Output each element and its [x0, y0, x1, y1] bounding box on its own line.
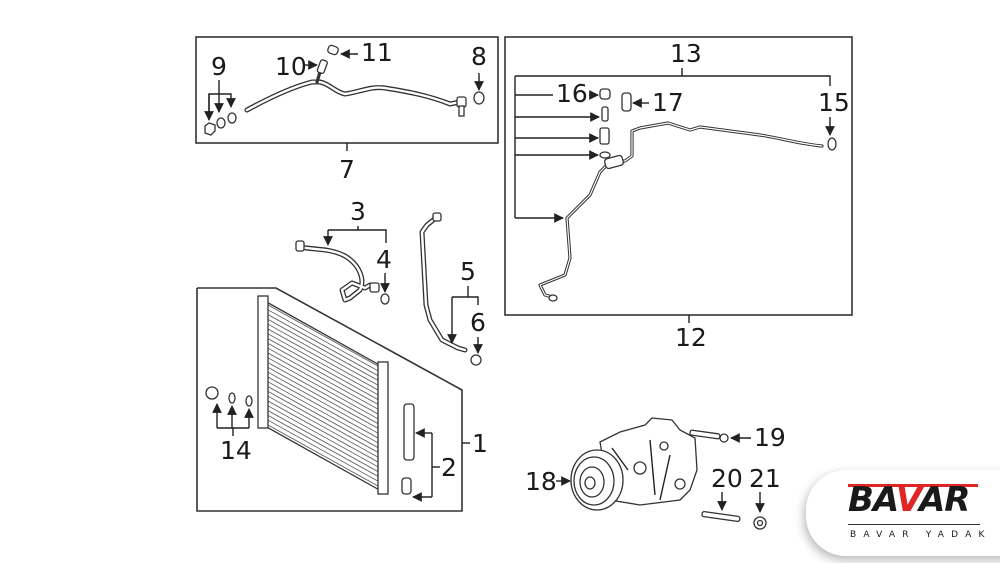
- callout-21[interactable]: 21: [749, 464, 781, 493]
- callout-13[interactable]: 13: [670, 39, 702, 68]
- condenser-fin: [267, 376, 379, 439]
- condenser-fin: [267, 419, 379, 482]
- callout-17[interactable]: 17: [652, 88, 684, 117]
- logo-accent-bar: [848, 484, 978, 487]
- callout-3[interactable]: 3: [350, 197, 366, 226]
- condenser-fin: [267, 381, 379, 444]
- condenser[interactable]: [257, 295, 389, 495]
- callout-8[interactable]: 8: [471, 42, 487, 71]
- group-box-1: 1 2 14: [196, 287, 488, 512]
- callout-11[interactable]: 11: [361, 38, 393, 67]
- condenser-fin: [267, 424, 379, 487]
- condenser-fin: [267, 362, 379, 424]
- condenser-fin: [267, 371, 379, 434]
- condenser-fin: [267, 415, 379, 477]
- callout-19[interactable]: 19: [754, 423, 786, 452]
- logo-tagline: BAVAR YADAK: [850, 530, 992, 540]
- condenser-fin: [267, 333, 379, 396]
- part-20-stud[interactable]: [701, 510, 741, 523]
- callout-10[interactable]: 10: [275, 52, 307, 81]
- logo-divider: [848, 524, 980, 525]
- part-8-o-ring[interactable]: [473, 91, 485, 105]
- callout-5[interactable]: 5: [460, 257, 476, 286]
- compressor[interactable]: [570, 417, 698, 511]
- callout-20[interactable]: 20: [711, 464, 743, 493]
- callout-9[interactable]: 9: [211, 52, 227, 81]
- condenser-fin: [267, 304, 379, 367]
- condenser-fin: [267, 405, 379, 468]
- callout-7[interactable]: 7: [339, 155, 355, 184]
- brand-logo: BAVAR BAVAR YADAK: [806, 470, 1000, 556]
- part-10-valve-core[interactable]: [316, 59, 328, 75]
- condenser-fin: [267, 347, 379, 410]
- part-9-clip[interactable]: [204, 122, 216, 136]
- condenser-fin: [267, 395, 379, 458]
- condenser-fin: [267, 357, 379, 420]
- part-14-bushing[interactable]: [205, 386, 219, 400]
- callout-4[interactable]: 4: [376, 245, 392, 274]
- condenser-fin: [267, 319, 379, 381]
- logo-v: V: [895, 480, 920, 520]
- compressor-group: 18 19 20 21: [525, 417, 786, 530]
- condenser-fin: [267, 391, 379, 453]
- condenser-fin: [267, 400, 379, 463]
- liquid-line[interactable]: [538, 121, 824, 299]
- callout-6[interactable]: 6: [470, 308, 486, 337]
- condenser-fin: [267, 386, 379, 448]
- callout-15[interactable]: 15: [818, 88, 850, 117]
- condenser-fin: [267, 314, 379, 376]
- part-17-pressure-switch[interactable]: [621, 92, 632, 112]
- part-6-o-ring[interactable]: [470, 354, 482, 366]
- part-15-o-ring[interactable]: [827, 137, 837, 151]
- callout-16[interactable]: 16: [556, 79, 588, 108]
- part-16-cap[interactable]: [599, 88, 611, 100]
- condenser-fin: [267, 309, 379, 372]
- logo-suffix: AR: [918, 480, 970, 520]
- logo-prefix: BA: [848, 480, 897, 520]
- callout-2[interactable]: 2: [441, 453, 457, 482]
- callout-18[interactable]: 18: [525, 467, 557, 496]
- part-4-o-ring[interactable]: [380, 293, 390, 305]
- condenser-fin: [267, 367, 379, 429]
- logo-wordmark: BAVAR: [848, 480, 970, 520]
- condenser-fin: [267, 352, 379, 415]
- discharge-hose[interactable]: [419, 214, 468, 353]
- condenser-fin: [267, 328, 379, 391]
- condenser-fin: [267, 338, 379, 400]
- condenser-fin: [267, 410, 379, 472]
- part-11-cap[interactable]: [327, 44, 339, 56]
- group-box-7: 7 10 11 8 9: [195, 36, 499, 184]
- callout-1[interactable]: 1: [472, 429, 488, 458]
- discharge-hose-group: 5 6: [419, 212, 486, 366]
- part-2-filter[interactable]: [403, 403, 415, 461]
- condenser-fin: [267, 343, 379, 405]
- suction-hose-group: 3 4: [295, 197, 392, 305]
- callout-14[interactable]: 14: [220, 436, 252, 465]
- condenser-fin: [267, 323, 379, 386]
- group-box-12: 12 13 16 17 15: [504, 36, 853, 352]
- part-19-bolt[interactable]: [689, 429, 729, 443]
- callout-12[interactable]: 12: [675, 323, 707, 352]
